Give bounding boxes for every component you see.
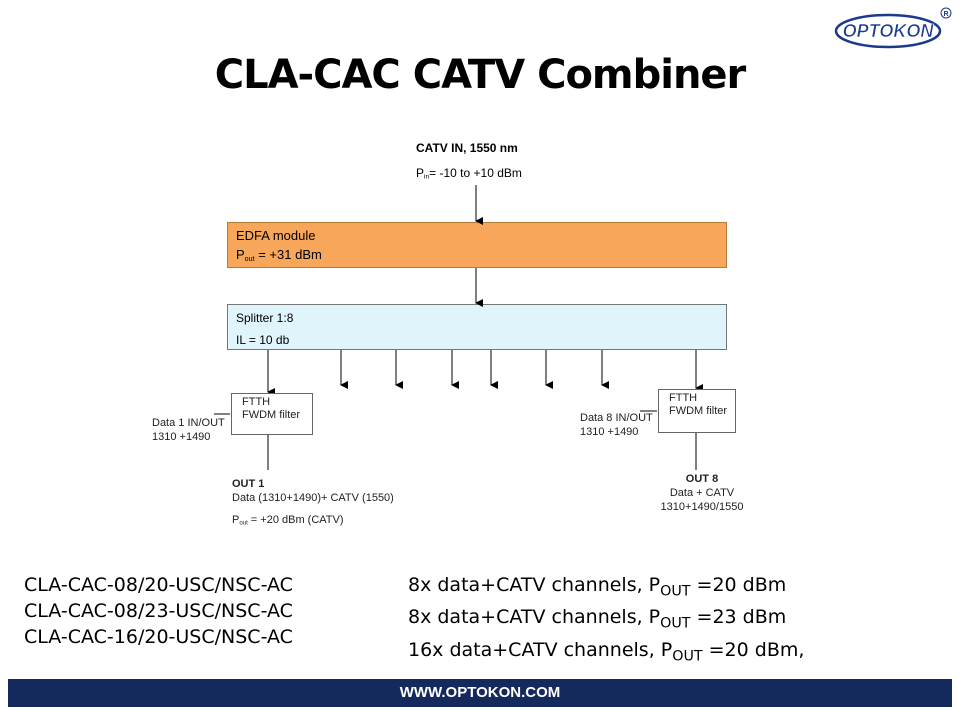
model-desc-1: 8x data+CATV channels, POUT =20 dBm	[408, 574, 787, 600]
out8-block: OUT 8 Data + CATV 1310+1490/1550	[640, 472, 764, 514]
catv-input-power: Pin= -10 to +10 dBm	[416, 166, 522, 181]
model-code-3: CLA-CAC-16/20-USC/NSC-AC	[24, 626, 293, 648]
model-codes: CLA-CAC-08/20-USC/NSC-AC CLA-CAC-08/23-U…	[24, 572, 293, 650]
fwdm1-line1: FTTH	[242, 396, 271, 408]
model-code-1: CLA-CAC-08/20-USC/NSC-AC	[24, 574, 293, 596]
footer-url[interactable]: WWW.OPTOKON.COM	[399, 684, 561, 701]
out8-wavelengths: 1310+1490/1550	[660, 501, 744, 513]
data8-line1: Data 8 IN/OUT	[580, 412, 653, 424]
out1-title: OUT 1	[232, 478, 265, 490]
data1-label: Data 1 IN/OUT 1310 +1490	[152, 416, 225, 444]
edfa-name: EDFA module	[236, 228, 316, 243]
out1-power: Pout = +20 dBm (CATV)	[232, 514, 344, 527]
model-code-2: CLA-CAC-08/23-USC/NSC-AC	[24, 600, 293, 622]
data8-label: Data 8 IN/OUT 1310 +1490	[580, 411, 653, 439]
data8-line2: 1310 +1490	[580, 426, 639, 438]
out8-data: Data + CATV	[669, 487, 735, 499]
page-title: CLA-CAC CATV Combiner	[214, 52, 747, 98]
splitter-name: Splitter 1:8	[236, 311, 294, 325]
out1-block: OUT 1 Data (1310+1490)+ CATV (1550) Pout…	[232, 477, 394, 531]
model-desc-3: 16x data+CATV channels, POUT =20 dBm,	[408, 638, 805, 664]
svg-text:R: R	[943, 11, 948, 18]
fwdm-filter-8: FTTH FWDM filter	[658, 389, 736, 433]
catv-input-label: CATV IN, 1550 nm	[416, 141, 518, 155]
edfa-power: Pout = +31 dBm	[236, 247, 322, 263]
data1-line1: Data 1 IN/OUT	[152, 417, 225, 429]
fwdm8-line2: FWDM filter	[669, 405, 728, 417]
data1-line2: 1310 +1490	[152, 431, 211, 443]
out8-title: OUT 8	[685, 473, 719, 485]
logo-text: OPTOKON	[843, 21, 935, 41]
fwdm8-line1: FTTH	[669, 392, 698, 404]
footer-bar	[8, 679, 952, 707]
optokon-logo: OPTOKON R	[832, 6, 954, 50]
out1-data: Data (1310+1490)+ CATV (1550)	[232, 492, 394, 504]
fwdm-filter-1: FTTH FWDM filter	[231, 393, 313, 435]
model-desc-2: 8x data+CATV channels, POUT =23 dBm	[408, 606, 787, 632]
splitter-loss: IL = 10 db	[236, 333, 290, 347]
model-descriptions: 8x data+CATV channels, POUT =20 dBm 8x d…	[408, 572, 804, 669]
fwdm1-line2: FWDM filter	[242, 409, 301, 421]
